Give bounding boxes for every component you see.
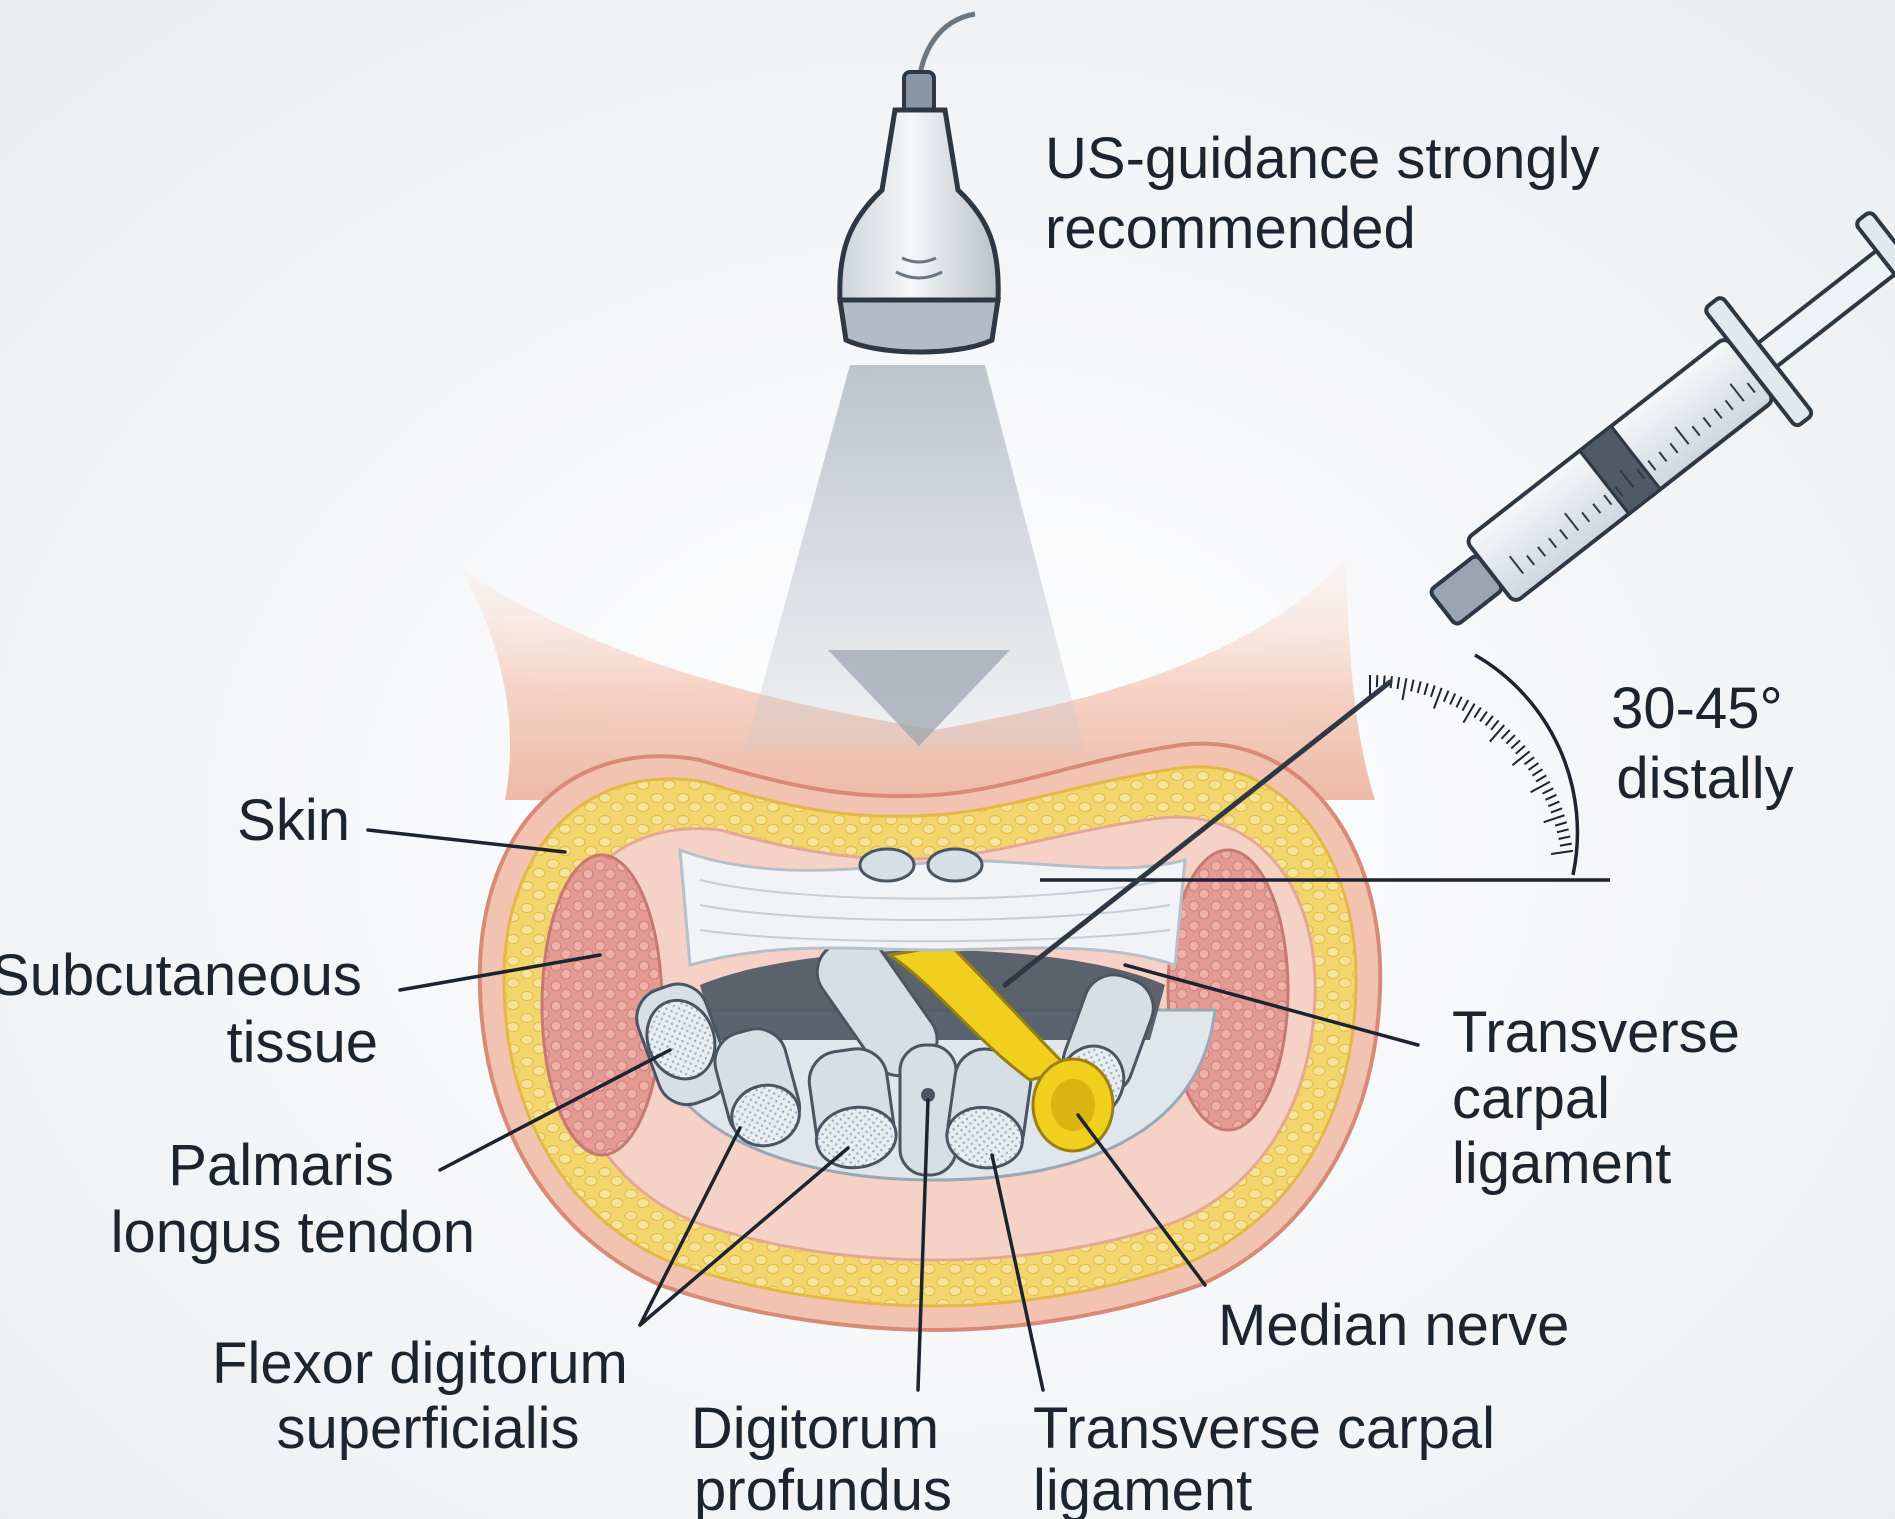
digitorum-profundus-label: Digitorum profundus [691,1396,955,1519]
skin-label: Skin [237,788,350,853]
flexor-digitorum-superficialis-label: Flexor digitorum superficialis [212,1331,644,1461]
transverse-carpal-ligament [680,849,1185,965]
median-nerve-label: Median nerve [1218,1293,1569,1358]
